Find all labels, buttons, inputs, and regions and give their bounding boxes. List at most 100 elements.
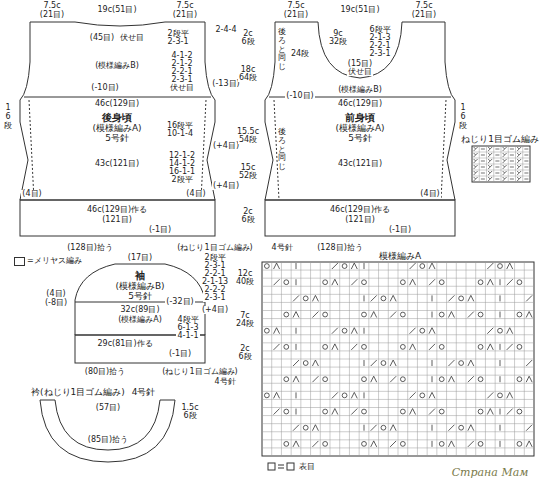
decrease-symbol: [429, 328, 432, 334]
decrease-symbol: [277, 328, 280, 334]
decrease-symbol: [468, 441, 474, 447]
yarn-over-symbol: [303, 361, 308, 366]
dimension-label: (121目): [344, 216, 376, 224]
knit-symbol: [296, 392, 297, 398]
purl-symbol: [481, 149, 485, 150]
decrease-symbol: [296, 312, 299, 318]
yarn-over-symbol: [498, 328, 503, 333]
decrease-symbol: [490, 344, 493, 350]
piece-note: 5号針: [114, 291, 165, 301]
twist-symbol: [474, 171, 476, 173]
dimension-label: (21目): [172, 11, 198, 19]
decrease-symbol: [332, 344, 335, 350]
front-rib-band: [265, 200, 455, 236]
yarn-over-symbol: [362, 441, 367, 446]
shaping-label: 4段平: [176, 316, 199, 324]
yarn-over-symbol: [362, 280, 367, 285]
decrease-symbol: [332, 328, 338, 334]
twist-symbol: [503, 147, 507, 151]
decrease-symbol: [312, 425, 315, 431]
decrease-symbol: [510, 392, 513, 398]
decrease-symbol: [293, 441, 296, 447]
yarn-over-symbol: [478, 344, 483, 349]
yarn-over-symbol: [478, 441, 483, 446]
dimension-label: 12c: [237, 270, 254, 278]
decrease-symbol: [487, 409, 490, 415]
yarn-over-symbol: [478, 280, 483, 285]
decrease-symbol: [410, 344, 413, 350]
watermark: Страна Мам: [451, 467, 530, 478]
yarn-over-symbol: [381, 296, 386, 301]
dimension-label: (+4目): [212, 142, 240, 150]
decrease-symbol: [374, 376, 377, 382]
piece-note: (模様編みB): [114, 281, 165, 291]
dimension-label: (21目): [283, 11, 309, 19]
decrease-symbol: [293, 425, 299, 431]
dimension-label: (模様編みB): [94, 62, 140, 70]
back-piece: 後身頃(模様編みA)5号針: [91, 112, 142, 143]
dimension-label: (-13目): [211, 80, 240, 88]
collar-piece: 衿(ねじり1目ゴム編み)4号針: [30, 380, 161, 399]
dimension-label: (模様編みB): [337, 86, 383, 94]
piece-note: (模様編みA): [91, 123, 142, 133]
twist-symbol: [503, 159, 507, 163]
decrease-symbol: [526, 295, 532, 301]
twist-symbol: [488, 165, 490, 167]
grid-line: [472, 164, 530, 165]
knit-symbol: [500, 425, 501, 431]
shaping-label: 16段平: [166, 122, 194, 130]
decrease-symbol: [507, 279, 513, 285]
decrease-symbol: [429, 409, 435, 415]
purl-symbol: [495, 161, 499, 162]
dimension-label: 24段: [290, 50, 310, 58]
decrease-symbol: [413, 344, 416, 350]
twist-symbol: [474, 159, 478, 163]
twist-symbol: [517, 153, 521, 157]
yarn-over-symbol: [284, 409, 289, 414]
twist-symbol: [517, 159, 521, 163]
dimension-label: (4目): [21, 190, 42, 198]
decrease-symbol: [471, 360, 474, 366]
grid-line: [262, 318, 534, 319]
decrease-symbol: [487, 263, 493, 269]
knit-symbol: [500, 295, 501, 301]
knit-symbol: [432, 295, 433, 301]
knit-symbol: [500, 376, 501, 382]
piece-note: 4号針: [131, 387, 157, 397]
decrease-symbol: [490, 409, 493, 415]
decrease-symbol: [413, 279, 416, 285]
twist-symbol: [503, 177, 505, 179]
shaping-label: 4-1-1: [176, 332, 199, 340]
yarn-over-symbol: [303, 296, 308, 301]
decrease-symbol: [432, 392, 435, 398]
purl-symbol: [510, 155, 514, 156]
yarn-over-symbol: [323, 409, 328, 414]
twist-symbol: [488, 147, 492, 151]
shaping-label: 2-3-1: [170, 76, 193, 84]
decrease-symbol: [332, 409, 335, 415]
decrease-symbol: [510, 328, 513, 334]
twist-symbol: [488, 159, 492, 163]
grid-line: [262, 278, 534, 279]
yarn-over-symbol: [517, 280, 522, 285]
legend-text: 表目: [298, 463, 316, 471]
purl-symbol: [510, 161, 514, 162]
dimension-label: (-10目): [285, 92, 314, 100]
shaping-label: 2-2-1: [203, 270, 226, 278]
decrease-symbol: [429, 263, 432, 269]
decrease-symbol: [393, 360, 396, 366]
decrease-symbol: [526, 376, 529, 382]
sleeve-piece: 袖(模様編みB)5号針: [114, 270, 165, 301]
decrease-symbol: [332, 263, 338, 269]
knit-symbol: [432, 441, 433, 447]
legend-symbol-equals: [278, 468, 284, 469]
decrease-symbol: [274, 279, 280, 285]
pattern-chart-frame: [262, 262, 534, 456]
knit-symbol: [432, 312, 433, 318]
dimension-label: (21目): [39, 11, 65, 19]
knit-symbol: [364, 392, 365, 398]
shaping-label: 4号針: [213, 378, 236, 386]
decrease-symbol: [526, 425, 532, 431]
twist-symbol: [503, 153, 505, 155]
knit-symbol: [296, 279, 297, 285]
